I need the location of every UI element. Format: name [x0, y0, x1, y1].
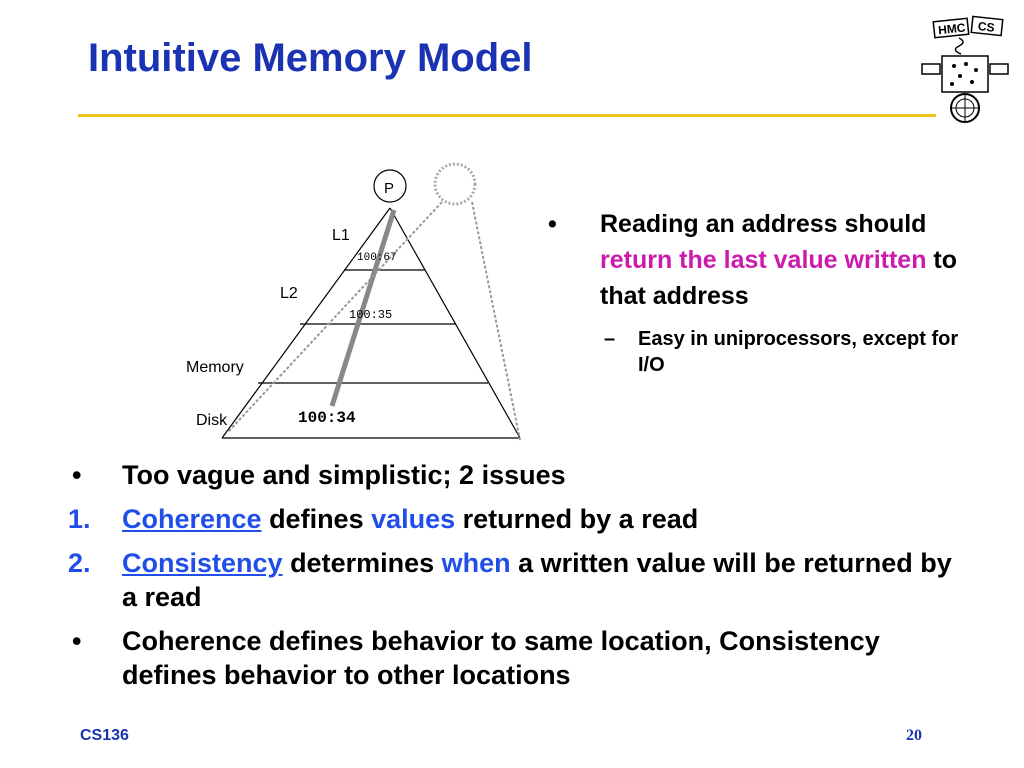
bullet-marker: •: [72, 626, 82, 656]
l1-label: L1: [332, 227, 350, 244]
right-bullet-text-a: Reading an address should: [600, 210, 927, 238]
bullet-vague-text: Too vague and simplistic; 2 issues: [122, 460, 566, 490]
l1-value: 100:67: [357, 252, 397, 264]
memory-hierarchy-diagram: P L1 L2 Memory Disk 100:67 100:35 100:34: [186, 162, 521, 441]
number-marker: 1.: [68, 504, 91, 534]
bullet-vague: • Too vague and simplistic; 2 issues: [68, 458, 968, 492]
coherence-text-b: returned by a read: [455, 504, 699, 534]
processor-circle: [373, 169, 407, 203]
pyramid-right-edge: [389, 207, 521, 439]
bullet-marker: •: [548, 210, 557, 238]
logo-text-hmc: HMC: [937, 21, 966, 38]
coherence-text-a: defines: [261, 504, 372, 534]
numbered-item-coherence: 1. Coherence defines values returned by a…: [68, 502, 968, 536]
processor-label: P: [384, 180, 394, 197]
slide-title: Intuitive Memory Model: [88, 36, 533, 80]
numbered-item-consistency: 2. Consistency determines when a written …: [68, 546, 968, 614]
bullet-marker: •: [72, 460, 82, 490]
title-divider: [78, 114, 936, 117]
right-sub-bullet-text: Easy in uniprocessors, except for I/O: [638, 328, 959, 376]
bullet-behavior-text: Coherence defines behavior to same locat…: [122, 626, 880, 690]
right-bullet-highlight: return the last value written: [600, 246, 927, 274]
disk-label: Disk: [196, 412, 228, 429]
consistency-highlight: when: [441, 548, 511, 578]
number-marker: 2.: [68, 548, 91, 578]
course-footer: CS136: [80, 727, 129, 744]
logo-text-cs: CS: [977, 19, 995, 35]
bullet-behavior: • Coherence defines behavior to same loca…: [68, 624, 968, 692]
memory-label: Memory: [186, 359, 244, 376]
bottom-bullet-list: • Too vague and simplistic; 2 issues 1. Co…: [68, 458, 968, 702]
dash-marker: –: [604, 328, 616, 350]
ghost-path-right: [471, 201, 521, 441]
l2-value: 100:35: [349, 308, 392, 322]
l2-label: L2: [280, 285, 298, 302]
access-path: [329, 209, 397, 407]
right-bullet-main: • Reading an address should return the la…: [548, 206, 968, 314]
disk-value: 100:34: [298, 409, 356, 427]
page-number: 20: [906, 727, 922, 744]
ghost-processor-circle: [433, 162, 477, 206]
right-bullet-text-b: to that address: [600, 246, 958, 310]
consistency-text-a: determines: [282, 548, 442, 578]
hmc-cs-logo: HMC CS: [921, 15, 1009, 123]
coherence-highlight: values: [371, 504, 456, 534]
consistency-text-b: a written value will be returned by a re…: [122, 548, 952, 612]
ghost-path-left: [227, 201, 443, 433]
right-sub-bullet: –Easy in uniprocessors, except for I/O: [548, 326, 968, 378]
right-bullet-list: • Reading an address should return the la…: [548, 206, 968, 378]
pyramid-left-edge: [221, 207, 391, 439]
consistency-term: Consistency: [122, 548, 283, 578]
coherence-term: Coherence: [122, 504, 262, 534]
